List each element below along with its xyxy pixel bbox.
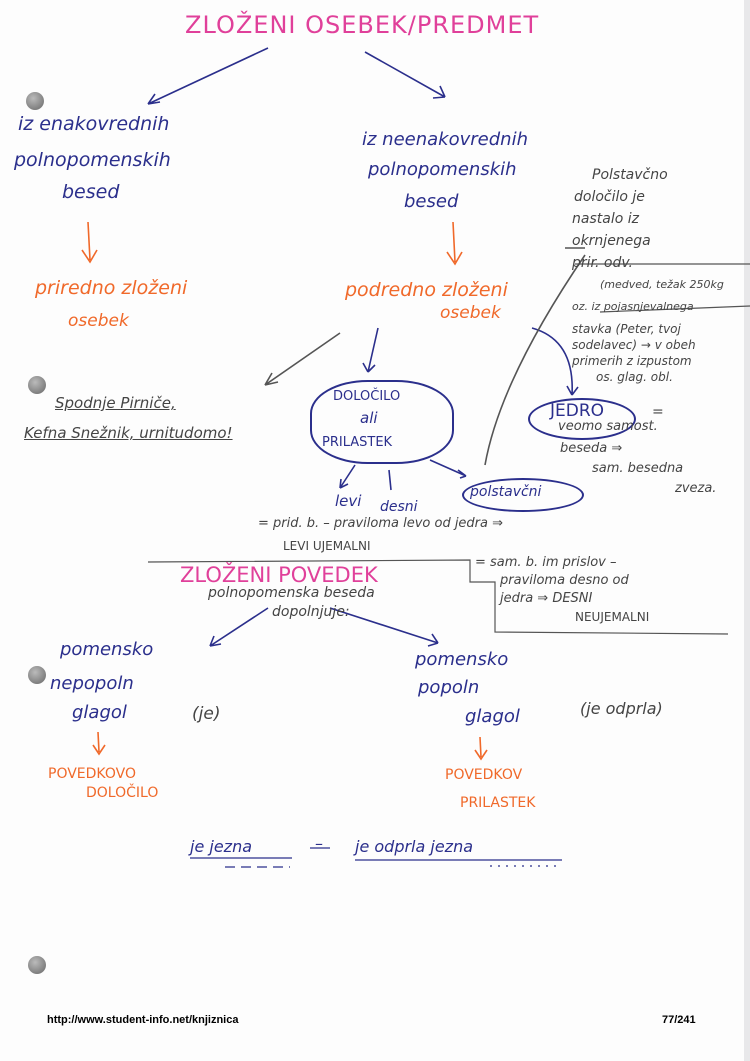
right-branch-line: polnopomenskih	[368, 159, 517, 180]
note-line: stavka (Peter, tvoj	[572, 322, 681, 336]
desni-note: = sam. b. im prislov –	[475, 555, 617, 570]
jedro-label: JEDRO	[550, 401, 605, 421]
povedek-right: popoln	[418, 677, 480, 698]
note-line: prir. odv.	[572, 255, 633, 271]
punch-hole	[28, 376, 46, 394]
jedro-note: zveza.	[675, 481, 717, 496]
jedro-note: =	[652, 404, 664, 420]
arrow-left	[147, 47, 269, 105]
povedek-sub: dopolnjuje:	[272, 604, 350, 620]
note-line: nastalo iz	[572, 211, 639, 227]
left-branch-line: polnopomenskih	[14, 149, 171, 171]
desni-note: pravilomа desno od	[500, 573, 629, 588]
example: Kefna Snežnik, urnitudomo!	[24, 424, 233, 442]
punch-hole	[28, 956, 46, 974]
page-title: ZLOŽENI OSEBEK/PREDMET	[185, 11, 540, 39]
right-result: podredno zloženi	[345, 279, 508, 301]
right-branch-line: besed	[404, 191, 459, 212]
kind-polstavcni: polstavčni	[470, 484, 542, 500]
example-phrase: je jezna	[190, 837, 253, 856]
povedek-right-result: POVEDKOV	[445, 767, 523, 783]
note-line: okrnjenega	[572, 233, 651, 249]
povedek-left-result: DOLOČILO	[86, 785, 159, 801]
jedro-note: sam. besedna	[592, 461, 684, 476]
kind-levi: levi	[335, 492, 362, 510]
side-note: Polstavčno določilo je nastalo iz okrnje…	[572, 164, 724, 388]
povedek-title: ZLOŽENI POVEDEK	[180, 563, 378, 587]
povedek-left: nepopoln	[50, 673, 134, 694]
note-line: določilo je	[574, 189, 645, 205]
punch-hole	[28, 666, 46, 684]
povedek-left: pomensko	[60, 639, 154, 660]
bubble-text: ali	[360, 409, 378, 427]
jedro-note: beseda ⇒	[560, 441, 623, 456]
footer-url[interactable]: http://www.student-info.net/knjiznica	[47, 1014, 239, 1026]
example: Spodnje Pirniče,	[55, 394, 176, 412]
note-line: (medved, težak 250kg	[600, 278, 724, 291]
polstavcni-bubble	[462, 478, 584, 512]
bubble-text: PRILASTEK	[322, 435, 393, 450]
povedek-left-result: POVEDKOVO	[48, 766, 136, 782]
note-line: os. glag. obl.	[596, 370, 673, 384]
jedro-bubble	[528, 398, 636, 440]
levi-note: = prid. b. – pravilomа levo od jedra ⇒	[258, 516, 504, 531]
dolocilo-bubble	[310, 380, 454, 464]
desni-note: NEUJEMALNI	[575, 610, 650, 624]
povedek-right-example: (je odprla)	[580, 699, 663, 718]
povedek-left: glagol	[72, 702, 127, 723]
povedek-left-example: (je)	[192, 704, 221, 724]
note-line: oz. iz pojasnjevalnega	[572, 300, 694, 313]
right-branch-line: iz neenakovrednih	[362, 129, 528, 150]
arrow-right	[364, 51, 446, 99]
desni-note: jedra ⇒ DESNI	[500, 591, 593, 606]
page-edge	[744, 0, 750, 1061]
povedek-right: pomensko	[415, 649, 509, 670]
left-result: osebek	[68, 311, 129, 331]
note-line: sodelavec) → v obeh	[572, 338, 696, 352]
left-result: priredno zloženi	[35, 277, 188, 299]
note-line: primerih z izpustom	[572, 354, 692, 368]
example-dash: –	[315, 834, 323, 853]
right-result: osebek	[440, 303, 501, 323]
note-line: Polstavčno	[592, 167, 668, 183]
left-branch-line: besed	[62, 181, 120, 203]
kind-desni: desni	[380, 499, 418, 515]
jedro-note: veomo samost.	[558, 419, 658, 434]
bubble-text: DOLOČILO	[333, 389, 401, 404]
example-phrase: je odprla jezna	[355, 837, 474, 856]
povedek-right-result: PRILASTEK	[460, 795, 536, 811]
left-branch-line: iz enakovrednih	[18, 113, 170, 135]
levi-note: LEVI UJEMALNI	[283, 539, 371, 553]
punch-hole	[26, 92, 44, 110]
povedek-sub: polnopomenska beseda	[208, 585, 375, 601]
povedek-right: glagol	[465, 706, 520, 727]
page-number: 77/241	[662, 1014, 696, 1026]
